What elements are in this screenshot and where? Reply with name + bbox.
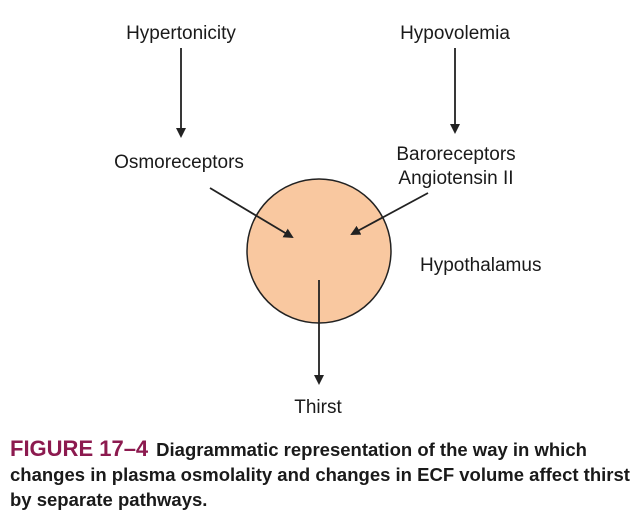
figure-label: FIGURE 17–4 bbox=[10, 436, 149, 461]
label-osmoreceptors: Osmoreceptors bbox=[114, 152, 244, 173]
arrow-baroreceptors-to-hypothalamus bbox=[350, 192, 429, 235]
thirst-pathway-diagram: Hypertonicity Hypovolemia Osmoreceptors … bbox=[114, 23, 541, 418]
label-baroreceptors: Baroreceptors bbox=[396, 144, 515, 165]
arrow-osmoreceptors-to-hypothalamus bbox=[209, 187, 294, 239]
label-hypovolemia: Hypovolemia bbox=[400, 23, 510, 44]
label-thirst: Thirst bbox=[294, 397, 342, 418]
label-hypertonicity: Hypertonicity bbox=[126, 23, 236, 44]
label-angiotensin-ii: Angiotensin II bbox=[398, 168, 513, 189]
caption-text: Diagrammatic representation of the way i… bbox=[10, 439, 630, 510]
label-hypothalamus: Hypothalamus bbox=[420, 255, 541, 276]
